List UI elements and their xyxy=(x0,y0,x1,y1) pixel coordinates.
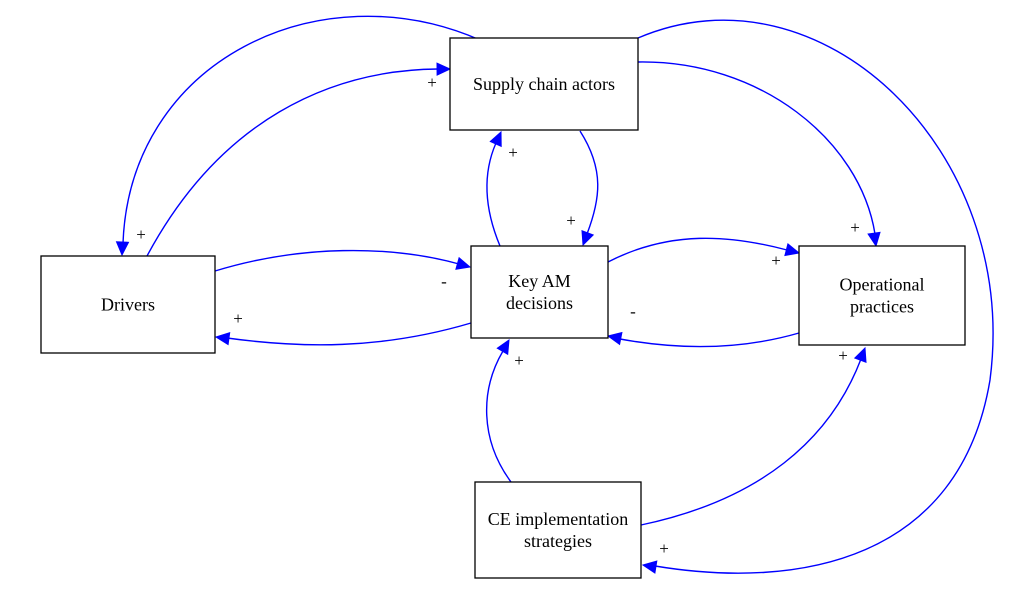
edge-operational-practices-to-key-am-decisions xyxy=(606,331,800,348)
polarity-label: + xyxy=(427,73,437,92)
node-label: Key AM xyxy=(508,271,571,291)
node-label: practices xyxy=(850,297,914,317)
polarity-label: + xyxy=(659,539,669,558)
edge-line xyxy=(637,61,876,235)
edge-supply-chain-actors-to-key-am-decisions xyxy=(579,130,599,247)
polarity-label: - xyxy=(630,302,636,321)
arrowhead-icon xyxy=(455,256,472,270)
edge-line xyxy=(485,350,512,483)
edge-key-am-decisions-to-supply-chain-actors xyxy=(486,130,502,247)
edge-ce-implementation-strategies-to-key-am-decisions xyxy=(485,338,512,483)
arrowhead-icon xyxy=(784,243,801,257)
edge-key-am-decisions-to-drivers xyxy=(214,322,472,346)
arrowhead-icon xyxy=(115,241,130,257)
arrowhead-icon xyxy=(867,231,881,248)
edge-line xyxy=(122,15,481,244)
node-box xyxy=(474,481,642,579)
node-label: decisions xyxy=(506,293,573,313)
edge-line xyxy=(486,142,501,247)
arrowhead-icon xyxy=(436,62,452,76)
node-box xyxy=(798,245,966,346)
edge-supply-chain-actors-to-drivers xyxy=(115,15,481,257)
polarity-label: + xyxy=(771,251,781,270)
edge-line xyxy=(214,249,460,272)
edge-drivers-to-key-am-decisions xyxy=(214,249,472,272)
polarity-label: + xyxy=(508,143,518,162)
polarity-label: + xyxy=(566,211,576,230)
edge-line xyxy=(579,130,599,235)
node-box xyxy=(40,255,216,354)
arrowhead-icon xyxy=(214,331,231,346)
node-supply-chain-actors: Supply chain actors xyxy=(449,37,639,131)
edge-line xyxy=(607,237,788,263)
polarity-label: + xyxy=(838,346,848,365)
polarity-label: - xyxy=(441,272,447,291)
node-drivers: Drivers xyxy=(40,255,216,354)
node-label: Operational xyxy=(840,275,925,295)
edge-ce-implementation-strategies-to-operational-practices xyxy=(640,346,867,526)
polarity-label: + xyxy=(233,309,243,328)
arrowhead-icon xyxy=(496,338,510,356)
edge-line xyxy=(619,332,800,348)
edges-layer xyxy=(115,15,994,574)
node-box xyxy=(449,37,639,131)
edge-drivers-to-supply-chain-actors xyxy=(146,62,452,257)
polarity-label: + xyxy=(514,351,524,370)
edge-supply-chain-actors-to-operational-practices xyxy=(637,61,881,248)
node-label: strategies xyxy=(524,531,592,551)
edge-supply-chain-actors-to-ce-implementation-strategies xyxy=(637,19,994,574)
edge-line xyxy=(637,19,994,574)
edge-line xyxy=(640,358,862,526)
edge-key-am-decisions-to-operational-practices xyxy=(607,237,801,263)
node-label: CE implementation xyxy=(488,509,628,529)
node-label: Supply chain actors xyxy=(473,74,615,94)
node-label: Drivers xyxy=(101,295,155,315)
node-box xyxy=(470,245,609,339)
arrowhead-icon xyxy=(641,560,658,574)
arrowhead-icon xyxy=(606,331,623,346)
arrowhead-icon xyxy=(581,229,595,247)
edge-line xyxy=(226,322,472,346)
arrowhead-icon xyxy=(853,346,867,364)
arrowhead-icon xyxy=(489,130,502,148)
polarity-label: + xyxy=(136,225,146,244)
polarity-label: + xyxy=(850,218,860,237)
edge-line xyxy=(146,68,439,257)
polarity-labels-layer: + + + + + + - + + - + + xyxy=(136,73,860,558)
